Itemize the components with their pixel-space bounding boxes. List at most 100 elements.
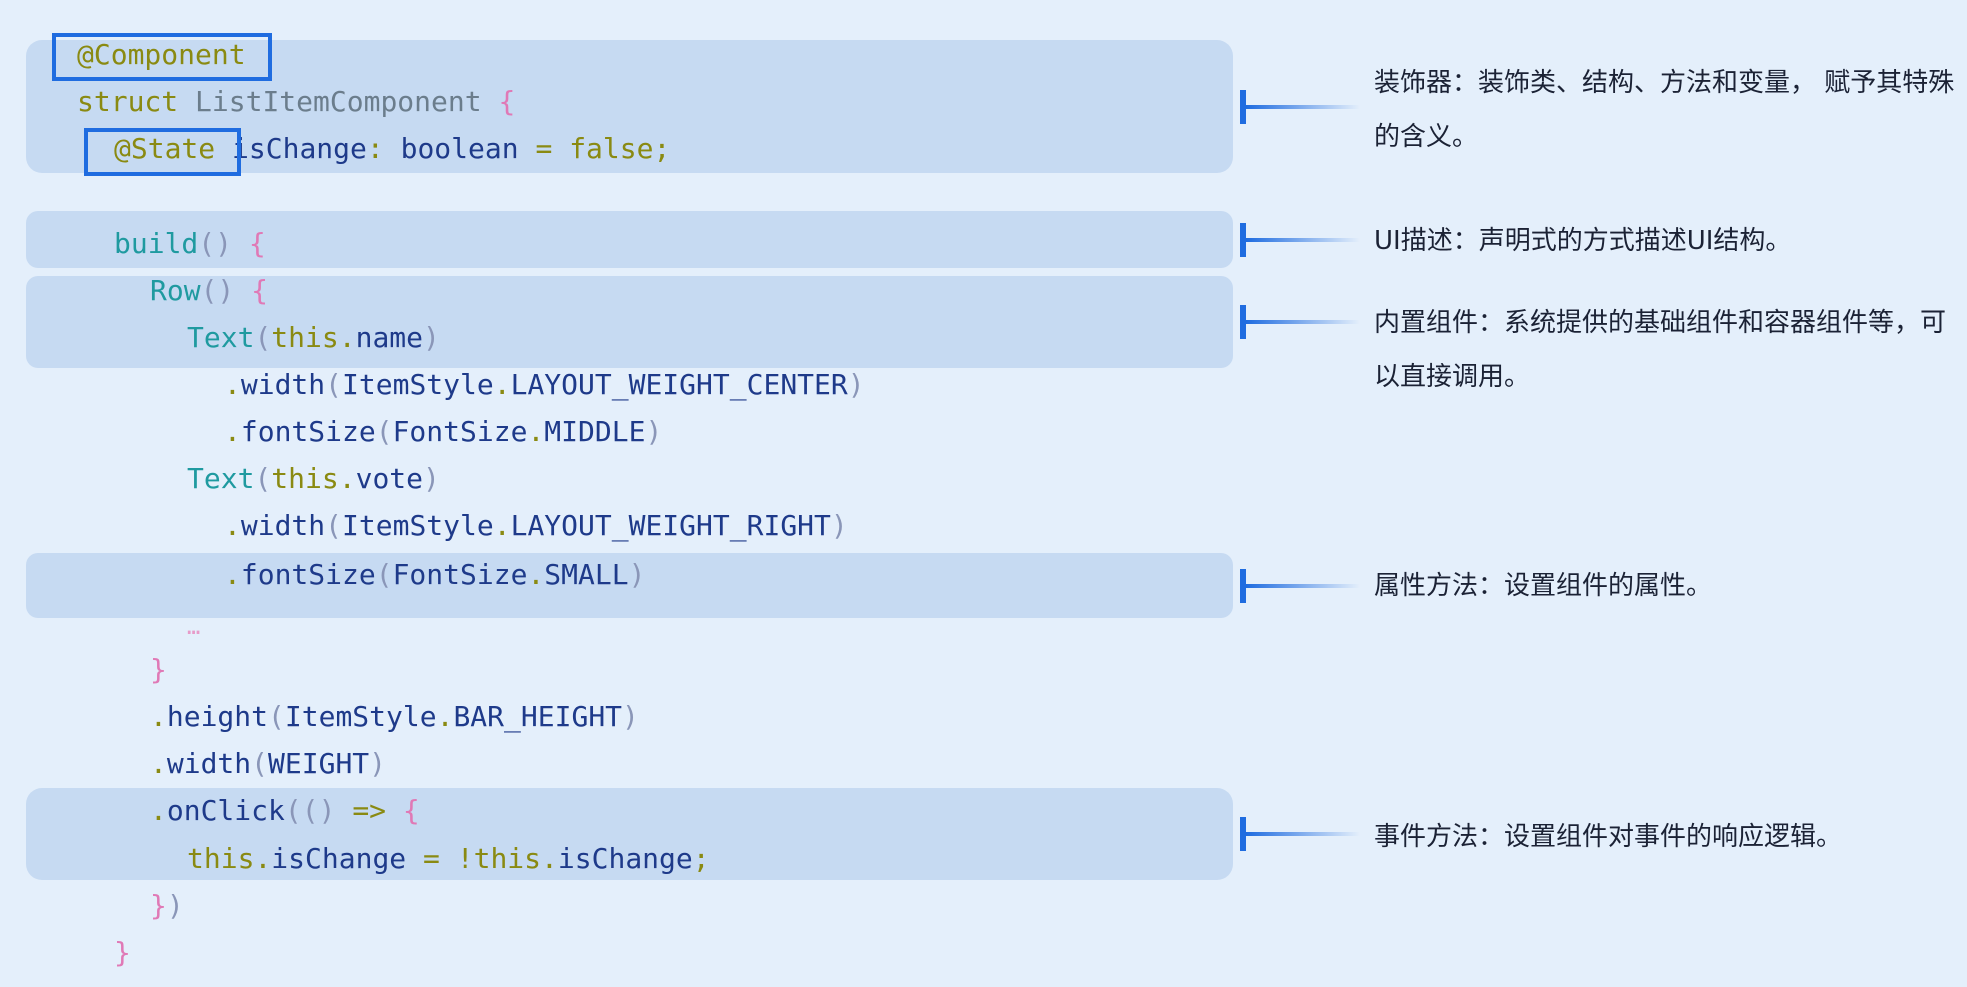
open-paren: ( <box>325 509 343 542</box>
build-function: build <box>114 227 199 260</box>
dot: . <box>224 509 241 542</box>
open-paren: ( <box>251 747 269 780</box>
dot: . <box>150 794 167 827</box>
builtin-components-annotation: 内置组件：系统提供的基础组件和容器组件等，可以直接调用。 <box>1374 308 1947 392</box>
parens: () <box>198 227 233 260</box>
fontsize-method: fontSize <box>240 558 376 591</box>
attribute-methods-annotation: 属性方法：设置组件的属性。 <box>1374 571 1713 601</box>
open-paren: ( <box>254 462 272 495</box>
open-paren: ( <box>375 415 393 448</box>
attribute-methods-connector-icon <box>1240 569 1360 603</box>
constant-name: BAR_HEIGHT <box>453 700 623 733</box>
dot: . <box>436 700 454 733</box>
code-line-11: .fontSize(FontSize.SMALL) <box>224 552 645 598</box>
type-name: boolean <box>400 132 519 165</box>
constant-name: MIDDLE <box>544 415 646 448</box>
open-paren: ( <box>284 794 302 827</box>
property-name: vote <box>355 462 424 495</box>
open-brace: { <box>498 85 516 118</box>
close-paren: ) <box>628 558 646 591</box>
close-brace: } <box>114 936 131 969</box>
open-brace: { <box>251 274 269 307</box>
code-line-13: } <box>150 647 167 693</box>
state-decorator-highlight <box>84 128 241 176</box>
text-component: Text <box>187 321 255 354</box>
arrow: => <box>352 794 387 827</box>
builtin-components-connector-icon <box>1240 305 1360 339</box>
code-line-5: Row() { <box>150 268 268 314</box>
dot: . <box>493 509 511 542</box>
code-line-14: .height(ItemStyle.BAR_HEIGHT) <box>150 694 639 740</box>
dot: . <box>493 368 511 401</box>
close-paren: ) <box>622 700 639 733</box>
constant-name: SMALL <box>544 558 629 591</box>
code-line-16: .onClick(() => { <box>150 788 420 834</box>
code-line-3: @State isChange: boolean = false; <box>114 126 670 172</box>
open-paren: ( <box>254 321 272 354</box>
struct-keyword: struct <box>77 85 179 118</box>
component-decorator: @Component <box>77 38 246 71</box>
parens: () <box>200 274 235 307</box>
dot: . <box>224 368 241 401</box>
close-paren: ) <box>369 747 387 780</box>
dot: . <box>527 415 545 448</box>
close-brace: } <box>150 653 167 686</box>
dot: . <box>254 842 272 875</box>
close-paren: ) <box>830 509 848 542</box>
code-line-6: Text(this.name) <box>187 315 440 361</box>
height-method: height <box>166 700 269 733</box>
code-line-12: … <box>187 602 200 648</box>
dot: . <box>338 462 356 495</box>
equals: = <box>535 132 553 165</box>
code-line-7: .width(ItemStyle.LAYOUT_WEIGHT_CENTER) <box>224 362 865 408</box>
semicolon: ; <box>692 842 710 875</box>
object-name: FontSize <box>392 415 528 448</box>
width-method: width <box>240 509 326 542</box>
event-methods-connector-icon <box>1240 817 1360 851</box>
decorator-connector-icon <box>1240 90 1360 124</box>
dot: . <box>150 747 167 780</box>
open-paren: ( <box>375 558 393 591</box>
variable-name: isChange <box>232 132 367 165</box>
ellipsis: … <box>187 615 201 640</box>
ui-description-annotation: UI描述：声明式的方式描述UI结构。 <box>1374 226 1792 256</box>
code-line-18: }) <box>150 883 184 929</box>
close-paren: ) <box>423 462 440 495</box>
dot: . <box>541 842 558 875</box>
object-name: ItemStyle <box>284 700 437 733</box>
semicolon: ; <box>653 132 671 165</box>
close-brace: } <box>150 889 167 922</box>
constant-name: LAYOUT_WEIGHT_CENTER <box>510 368 848 401</box>
this-keyword: this <box>271 321 339 354</box>
parens: () <box>301 794 336 827</box>
dot: . <box>527 558 545 591</box>
close-paren: ) <box>166 889 184 922</box>
width-method: width <box>166 747 252 780</box>
code-line-4: build() { <box>114 221 266 267</box>
dot: . <box>338 321 356 354</box>
code-line-2: struct ListItemComponent { <box>77 79 515 125</box>
dot: . <box>224 558 241 591</box>
this-keyword: this <box>473 842 542 875</box>
argument-name: WEIGHT <box>268 747 370 780</box>
property-name: name <box>355 321 424 354</box>
ui-description-connector-icon <box>1240 223 1360 257</box>
row-component: Row <box>150 274 201 307</box>
code-line-17: this.isChange = !this.isChange; <box>187 836 710 882</box>
object-name: FontSize <box>392 558 528 591</box>
open-paren: ( <box>268 700 285 733</box>
text-component: Text <box>187 462 255 495</box>
false-literal: false <box>569 132 654 165</box>
component-decorator-highlight <box>52 33 272 81</box>
equals: = <box>423 842 440 875</box>
code-line-19: } <box>114 930 131 976</box>
dot: . <box>224 415 241 448</box>
decorator-band <box>26 40 1233 173</box>
this-keyword: this <box>187 842 255 875</box>
close-paren: ) <box>847 368 865 401</box>
width-method: width <box>240 368 326 401</box>
property-name: isChange <box>557 842 693 875</box>
code-line-10: .width(ItemStyle.LAYOUT_WEIGHT_RIGHT) <box>224 503 848 549</box>
property-name: isChange <box>271 842 407 875</box>
not-operator: ! <box>456 842 474 875</box>
